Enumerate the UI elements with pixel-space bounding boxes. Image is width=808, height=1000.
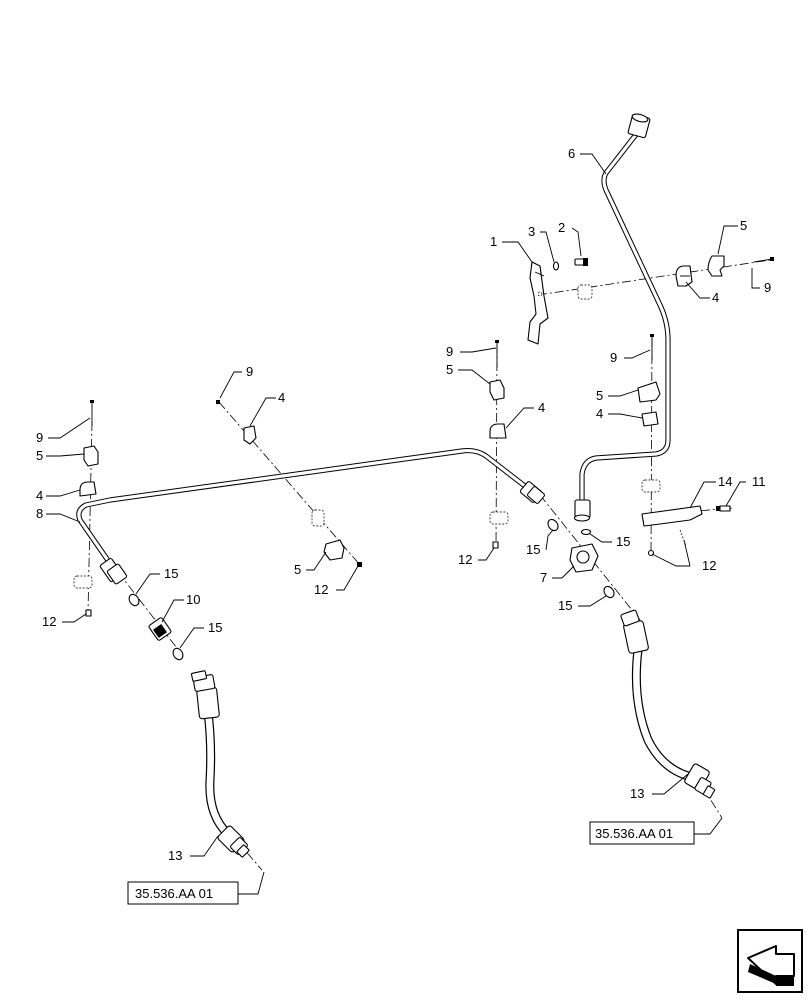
ghost-clamp-diagonal: [311, 509, 325, 527]
reference-right-label: 35.536.AA 01: [595, 826, 673, 841]
callout-3: 3: [528, 224, 535, 239]
bolt-2: [574, 258, 588, 266]
callout-13-right: 13: [630, 786, 644, 801]
callout-14: 14: [718, 474, 732, 489]
ghost-clamp-left: [73, 575, 93, 589]
reference-box-right[interactable]: 35.536.AA 01: [589, 821, 695, 845]
callout-8: 8: [36, 506, 43, 521]
reference-box-left[interactable]: 35.536.AA 01: [127, 881, 239, 905]
tee-fitting-7: [569, 543, 599, 573]
callout-9-center: 9: [446, 344, 453, 359]
nut-12-center: [492, 541, 499, 549]
clamp-5-right: [637, 381, 661, 403]
clamp-5-top-right: [707, 255, 725, 277]
o-ring-15-e: [603, 585, 615, 599]
clamp-4-left: [79, 481, 97, 497]
adapter-10: [148, 617, 172, 641]
callout-15-c: 15: [526, 542, 540, 557]
callout-15-e: 15: [558, 598, 572, 613]
o-ring-15-d: [580, 528, 592, 536]
callout-7: 7: [540, 570, 547, 585]
callout-12-diagonal: 12: [314, 582, 328, 597]
callout-4-left: 4: [36, 488, 43, 503]
callout-5-diagonal: 5: [294, 562, 301, 577]
callout-13-left: 13: [168, 848, 182, 863]
hose-13-left: [190, 670, 250, 858]
callout-12-right: 12: [702, 558, 716, 573]
callout-4-diagonal: 4: [278, 390, 285, 405]
bracket-1: [527, 261, 549, 345]
clamp-4-diagonal: [243, 425, 257, 445]
clamp-4-center: [489, 423, 507, 439]
callout-10: 10: [186, 592, 200, 607]
ghost-clamp-right: [641, 479, 661, 493]
callout-5-right: 5: [596, 388, 603, 403]
callout-5-left: 5: [36, 448, 43, 463]
callout-4-top-right: 4: [712, 290, 719, 305]
o-ring-15-c: [547, 518, 559, 532]
bolt-9-diagonal: [216, 400, 220, 404]
bolt-9-top-right: [753, 257, 774, 263]
navigation-arrow-icon[interactable]: [737, 929, 803, 993]
callout-9-top-right: 9: [764, 280, 771, 295]
callout-15-d: 15: [616, 534, 630, 549]
bolt-9-center: [495, 340, 499, 368]
clamp-4-right: [641, 411, 659, 427]
nut-12-left: [85, 609, 92, 617]
bolt-9-left: [90, 400, 94, 426]
bolt-11: [716, 505, 731, 512]
tube-8-fitting-left: [99, 558, 128, 585]
tube-8: [76, 447, 545, 585]
bolt-9-right: [650, 334, 654, 360]
tube-8-fitting-right: [519, 481, 545, 504]
callout-15-a: 15: [164, 566, 178, 581]
callout-12-left: 12: [42, 614, 56, 629]
reference-left-label: 35.536.AA 01: [135, 886, 213, 901]
leader-lines: [46, 153, 760, 895]
clamp-5-center: [489, 379, 505, 401]
callout-labels: 1 2 3 5 4 9 6 9 5 4 9 5 4 9 4 9 5 4 8 12…: [36, 146, 771, 863]
callout-1: 1: [490, 234, 497, 249]
tube-6-nut-bottom: [573, 499, 591, 522]
ghost-clamp-center: [489, 511, 509, 525]
o-ring-15-b: [172, 647, 184, 661]
clamp-4-top-right: [675, 265, 693, 287]
callout-15-b: 15: [208, 620, 222, 635]
o-ring-15-a: [128, 593, 140, 607]
washer-3: [552, 261, 560, 271]
callout-2: 2: [558, 220, 565, 235]
callout-12-center: 12: [458, 552, 472, 567]
callout-9-left: 9: [36, 430, 43, 445]
nut-12-diagonal: [357, 562, 362, 567]
callout-5-top-right: 5: [740, 218, 747, 233]
callout-5-center: 5: [446, 362, 453, 377]
callout-4-center: 4: [538, 400, 545, 415]
callout-11: 11: [752, 474, 766, 489]
callout-4-right: 4: [596, 406, 603, 421]
hose-13-right: [620, 609, 716, 799]
tube-6: [573, 113, 671, 522]
clamp-5-left: [83, 445, 99, 467]
tube-6-nut-top: [627, 113, 651, 139]
callout-6: 6: [568, 146, 575, 161]
callout-9-right: 9: [610, 350, 617, 365]
callout-9-diagonal: 9: [246, 364, 253, 379]
ghost-clamp-top: [577, 284, 593, 300]
clamp-5-diagonal: [323, 539, 345, 561]
